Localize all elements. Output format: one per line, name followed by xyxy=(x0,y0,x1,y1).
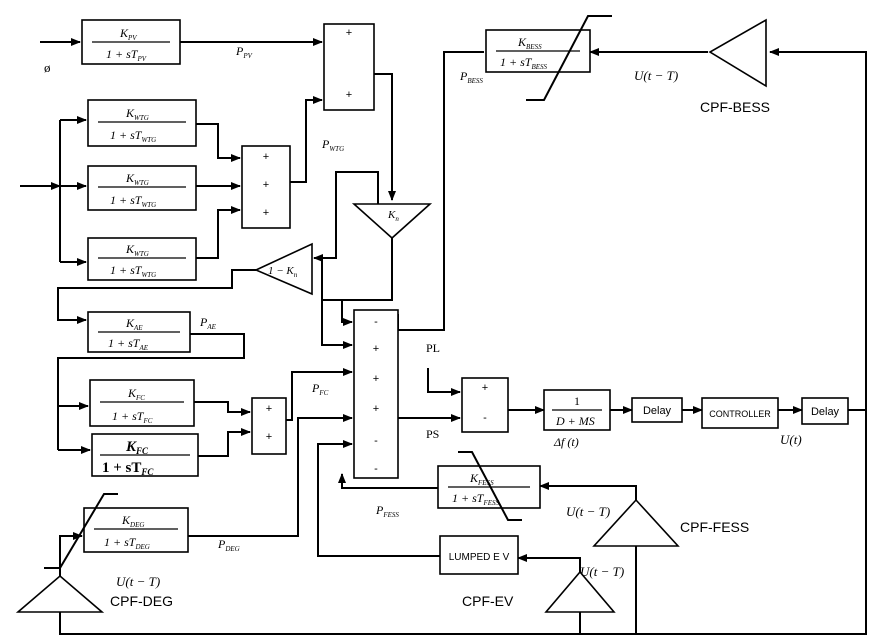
lumped-ev-block: LUMPED E V xyxy=(439,535,519,575)
svg-text:+: + xyxy=(373,343,379,355)
svg-text:+: + xyxy=(373,403,379,415)
svg-text:KFC: KFC xyxy=(125,439,149,456)
pv-transfer-block: KPV 1 + sTPV xyxy=(81,19,181,65)
svg-text:1 − Kn: 1 − Kn xyxy=(268,265,298,279)
svg-text:-: - xyxy=(374,463,378,475)
deg-transfer-block: KDEG 1 + sTDEG xyxy=(83,507,189,553)
u-t-minus-t-bess: U(t − T) xyxy=(634,68,678,83)
svg-text:1 + sTPV: 1 + sTPV xyxy=(106,47,147,63)
signal-labels: ø PPV PWTG PAE PFC PDEG PBESS PFESS PL P… xyxy=(44,44,802,609)
svg-text:KFC: KFC xyxy=(127,386,145,402)
svg-text:-: - xyxy=(374,316,378,328)
p-fess-label: PFESS xyxy=(375,503,399,519)
cpf-fess-triangle xyxy=(592,498,680,547)
main-summer: - + + + - - xyxy=(353,309,399,479)
bess-transfer-block: KBESS 1 + sTBESS xyxy=(485,29,591,73)
svg-text:1: 1 xyxy=(574,394,580,408)
wtg-transfer-block-2: KWTG 1 + sTWTG xyxy=(87,165,197,211)
ae-transfer-block: KAE 1 + sTAE xyxy=(87,311,191,353)
svg-text:D + MS: D + MS xyxy=(555,414,595,428)
p-deg-label: PDEG xyxy=(217,537,240,553)
svg-text:CONTROLLER: CONTROLLER xyxy=(709,409,771,419)
u-t-minus-t-fess: U(t − T) xyxy=(566,504,610,519)
one-minus-kn-gain: 1 − Kn xyxy=(254,242,313,296)
svg-text:+: + xyxy=(263,151,269,163)
svg-text:1 + sTFC: 1 + sTFC xyxy=(112,409,153,425)
ps-label: PS xyxy=(426,427,439,441)
wtg-summer: + + + xyxy=(241,145,291,229)
svg-text:+: + xyxy=(266,403,272,415)
kn-gain: Kn xyxy=(351,203,433,240)
svg-text:+: + xyxy=(266,431,272,443)
signal-wires xyxy=(20,38,867,635)
limiter-slashes xyxy=(44,15,612,569)
p-pv-label: PPV xyxy=(235,44,253,60)
error-summer: + - xyxy=(461,377,509,433)
u-t-label: U(t) xyxy=(780,432,802,447)
svg-text:1 + sTWTG: 1 + sTWTG xyxy=(110,128,156,144)
cpf-deg-label: CPF-DEG xyxy=(110,593,173,609)
svg-text:1 + sTDEG: 1 + sTDEG xyxy=(104,535,150,551)
svg-text:-: - xyxy=(374,435,378,447)
svg-text:Delay: Delay xyxy=(643,405,672,417)
pv-num: K xyxy=(119,26,129,40)
svg-text:1 + sTAE: 1 + sTAE xyxy=(108,336,149,352)
svg-text:KFESS: KFESS xyxy=(469,471,494,487)
svg-text:1 + sTWTG: 1 + sTWTG xyxy=(110,193,156,209)
system-block: 1 D + MS xyxy=(543,389,611,431)
svg-text:-: - xyxy=(483,412,487,424)
svg-text:+: + xyxy=(346,27,352,39)
svg-text:KWTG: KWTG xyxy=(125,171,149,187)
delay-block-1: Delay xyxy=(631,397,683,423)
svg-text:KBESS: KBESS xyxy=(517,35,542,51)
svg-text:LUMPED E V: LUMPED E V xyxy=(449,552,510,563)
u-t-minus-t-deg: U(t − T) xyxy=(116,574,160,589)
fc-transfer-block-2: KFC 1 + sTFC xyxy=(91,433,199,477)
p-wtg-label: PWTG xyxy=(321,137,344,153)
fc-transfer-block-1: KFC 1 + sTFC xyxy=(89,379,195,427)
svg-text:+: + xyxy=(346,89,352,101)
wtg-transfer-block-1: KWTG 1 + sTWTG xyxy=(87,99,197,147)
input-symbol: ø xyxy=(44,60,51,75)
cpf-ev-label: CPF-EV xyxy=(462,593,514,609)
svg-text:+: + xyxy=(373,373,379,385)
svg-text:+: + xyxy=(263,207,269,219)
pv-summer: + + xyxy=(323,23,375,111)
pl-label: PL xyxy=(426,341,440,355)
svg-text:1 + sTWTG: 1 + sTWTG xyxy=(110,263,156,279)
fess-transfer-block: KFESS 1 + sTFESS xyxy=(437,465,541,509)
svg-text:+: + xyxy=(482,382,488,394)
cpf-bess-triangle xyxy=(708,18,767,88)
controller-block: CONTROLLER xyxy=(701,397,779,429)
svg-text:KWTG: KWTG xyxy=(125,106,149,122)
svg-text:+: + xyxy=(263,179,269,191)
delay-block-2: Delay xyxy=(801,397,849,425)
svg-text:Kn: Kn xyxy=(387,209,399,223)
cpf-bess-label: CPF-BESS xyxy=(700,99,770,115)
svg-text:Delay: Delay xyxy=(811,406,840,418)
svg-text:KWTG: KWTG xyxy=(125,242,149,258)
p-ae-label: PAE xyxy=(199,315,217,331)
cpf-fess-label: CPF-FESS xyxy=(680,519,749,535)
svg-text:KAE: KAE xyxy=(125,316,143,332)
delta-f-label: Δf (t) xyxy=(553,435,579,449)
svg-text:1 + sTBESS: 1 + sTBESS xyxy=(500,55,548,71)
svg-text:1 + sTFC: 1 + sTFC xyxy=(102,460,154,477)
cpf-ev-triangle xyxy=(544,570,616,613)
svg-text:1 + sTFESS: 1 + sTFESS xyxy=(452,491,500,507)
p-bess-label: PBESS xyxy=(459,69,483,85)
p-fc-label: PFC xyxy=(311,381,329,397)
svg-text:KPV: KPV xyxy=(119,26,137,42)
wtg-transfer-block-3: KWTG 1 + sTWTG xyxy=(87,237,197,281)
u-t-minus-t-ev: U(t − T) xyxy=(580,564,624,579)
svg-text:KDEG: KDEG xyxy=(121,513,144,529)
cpf-deg-triangle xyxy=(15,574,105,613)
fc-summer: + + xyxy=(251,397,287,455)
